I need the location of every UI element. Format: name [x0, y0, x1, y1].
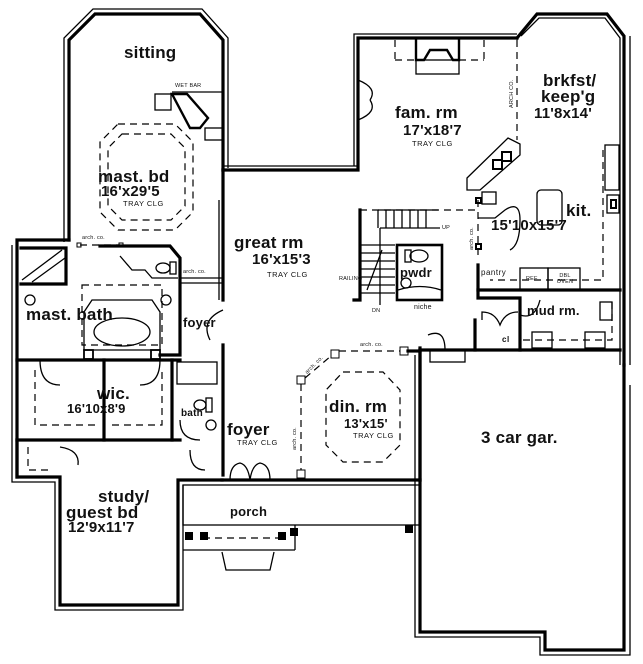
great-room-walls [218, 168, 225, 477]
room-label-wic: wic. [97, 384, 130, 403]
room-label-dining-room: din. rm [329, 397, 388, 416]
room-label-powder: pwdr [400, 265, 432, 280]
room-label-pantry: pantry [481, 268, 507, 277]
room-size-wic: 16'10x8'9 [67, 401, 126, 416]
room-size-dining-room: 13'x15' [344, 416, 388, 431]
room-size-breakfast: 11'8x14' [534, 105, 592, 122]
arch-co-label-master: arch. co. [82, 235, 105, 241]
room-size-great-room: 16'x15'3 [252, 251, 311, 268]
ceiling-note-family-room: TRAY CLG [412, 139, 453, 148]
room-size-family-room: 17'x18'7 [403, 122, 462, 139]
arch-co-label-dining: arch. co. [360, 342, 383, 348]
room-label-master-bedroom: mast. bd [98, 167, 170, 186]
stair-down-label: DN [372, 308, 381, 314]
stairs-powder [352, 208, 444, 305]
stair-up-label: UP [442, 225, 451, 231]
niche-label: niche [414, 304, 432, 311]
room-label-sitting: sitting [124, 43, 177, 62]
room-label-foyer-side: foyer [183, 315, 216, 330]
room-label-closet: cl [502, 335, 510, 344]
ceiling-note-foyer-main: TRAY CLG [237, 438, 278, 447]
double-oven-label: DBL OVEN [556, 273, 574, 285]
room-label-mud-room: mud rm. [527, 303, 580, 318]
family-room-walls [221, 33, 521, 191]
arch-co-label-family: ARCH CO. [509, 79, 515, 109]
wet-bar-label: WET BAR [175, 83, 202, 89]
ceiling-note-dining-room: TRAY CLG [353, 431, 394, 440]
room-label-family-room: fam. rm [395, 103, 458, 122]
room-label-garage: 3 car gar. [481, 428, 558, 447]
room-label-master-bath: mast. bath [26, 305, 114, 324]
ceiling-note-great-room: TRAY CLG [267, 270, 308, 279]
refrigerator-label: REF [526, 276, 538, 282]
kitchen-walls [360, 12, 631, 367]
master-suite-walls [63, 8, 229, 242]
garage-walls [414, 288, 631, 656]
arch-co-label-great-room: arch. co. [183, 269, 206, 275]
room-label-great-room: great rm [234, 233, 304, 252]
room-label-breakfast-line1: brkfst/ [543, 71, 597, 90]
ceiling-note-master-bedroom: TRAY CLG [123, 199, 164, 208]
master-bath-walls [11, 238, 224, 480]
room-size-master-bedroom: 16'x29'5 [101, 183, 160, 200]
room-label-study-line1: study/ [98, 487, 150, 506]
room-label-bath: bath [181, 408, 203, 419]
room-size-study: 12'9x11'7 [68, 519, 135, 536]
railing-label: RAILING [339, 276, 363, 282]
foyer-dining-walls [182, 346, 422, 571]
room-label-study-line2: guest bd [66, 503, 139, 522]
room-label-kitchen: kit. [566, 201, 592, 220]
room-size-kitchen: 15'10x15'7 [491, 217, 567, 234]
room-label-foyer-main: foyer [227, 420, 270, 439]
study-walls [11, 438, 224, 611]
arch-co-label-kitchen: arch. co. [469, 227, 475, 250]
room-label-breakfast-line2: keep'g [541, 87, 596, 106]
room-label-porch: porch [230, 504, 268, 519]
arch-co-label-foyer-vertical: arch. co. [292, 427, 298, 450]
